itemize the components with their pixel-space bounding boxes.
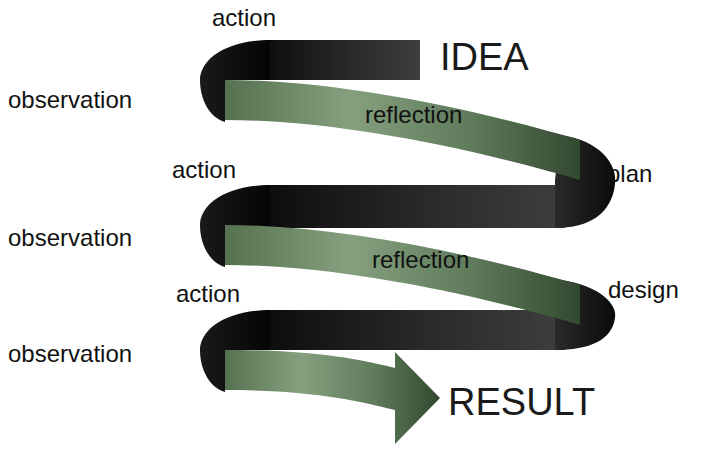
step-label: observation	[8, 86, 132, 114]
step-label: action	[172, 156, 236, 184]
back-band	[265, 185, 565, 228]
arrow-band	[225, 350, 440, 444]
front-band	[225, 225, 580, 325]
phase-label: design	[608, 276, 679, 304]
back-band	[265, 310, 565, 350]
step-label: action	[176, 280, 240, 308]
step-label: observation	[8, 340, 132, 368]
phase-label: plan	[607, 160, 652, 188]
end-label: RESULT	[448, 381, 595, 425]
front-band	[225, 80, 580, 180]
band-label: reflection	[365, 101, 462, 129]
start-label: IDEA	[440, 36, 529, 80]
back-band	[265, 40, 420, 80]
band-label: reflection	[372, 246, 469, 274]
step-label: observation	[8, 224, 132, 252]
step-label: action	[212, 4, 276, 32]
